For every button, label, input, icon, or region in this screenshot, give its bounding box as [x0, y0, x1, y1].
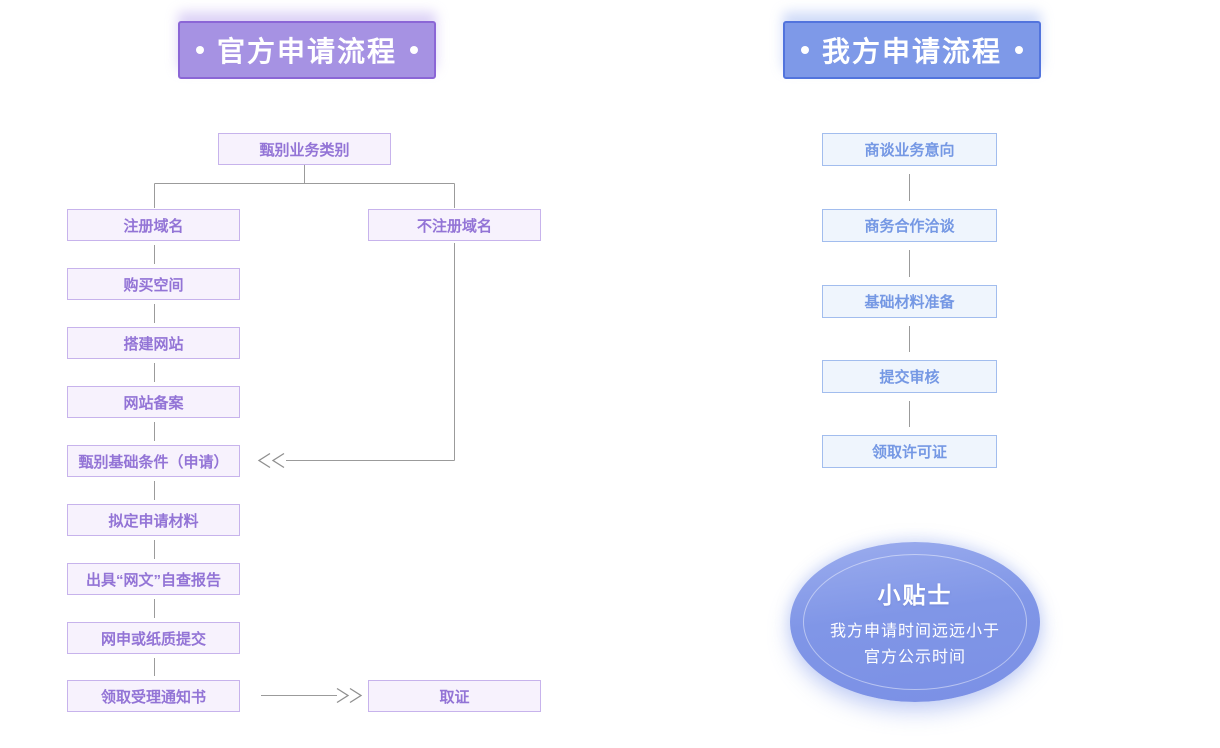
flow-node-cooperation-talk: 商务合作洽谈 [822, 209, 997, 242]
flow-node-build-site: 搭建网站 [67, 327, 240, 359]
tip-bubble: 小贴士 我方申请时间远远小于 官方公示时间 [790, 542, 1040, 702]
flow-node-no-register-domain: 不注册域名 [368, 209, 541, 241]
tip-text-line-1: 我方申请时间远远小于 [829, 623, 1000, 640]
flow-node-submit-review: 提交审核 [822, 360, 997, 393]
double-chevron-left-icon [257, 452, 285, 469]
flow-node-screen-conditions: 甄别基础条件（申请） [67, 445, 240, 477]
flow-node-submit: 网申或纸质提交 [67, 622, 240, 654]
flow-node-materials-prep: 基础材料准备 [822, 285, 997, 318]
dot-icon [800, 46, 809, 54]
tip-text-line-2: 官方公示时间 [863, 649, 966, 666]
double-chevron-right-icon [336, 687, 363, 704]
flow-node-screen-category: 甄别业务类别 [218, 133, 391, 165]
our-flow-title: 我方申请流程 [783, 21, 1041, 79]
our-flow-title-text: 我方申请流程 [821, 36, 1002, 67]
official-flow-title-text: 官方申请流程 [216, 36, 397, 67]
dot-icon [195, 46, 204, 54]
flow-node-self-report: 出具“网文”自查报告 [67, 563, 240, 595]
flow-node-get-license: 取证 [368, 680, 541, 712]
dot-icon [1015, 46, 1023, 54]
flow-node-receive-license: 领取许可证 [822, 435, 997, 468]
flow-node-buy-space: 购买空间 [67, 268, 240, 300]
dot-icon [410, 46, 418, 54]
flow-node-site-icp: 网站备案 [67, 386, 240, 418]
flow-node-draft-materials: 拟定申请材料 [67, 504, 240, 536]
tip-title: 小贴士 [877, 582, 953, 608]
flow-node-business-intention: 商谈业务意向 [822, 133, 997, 166]
flow-node-acceptance-notice: 领取受理通知书 [67, 680, 240, 712]
flow-node-register-domain: 注册域名 [67, 209, 240, 241]
official-flow-title: 官方申请流程 [178, 21, 436, 79]
tip-inner-ring [803, 554, 1027, 690]
